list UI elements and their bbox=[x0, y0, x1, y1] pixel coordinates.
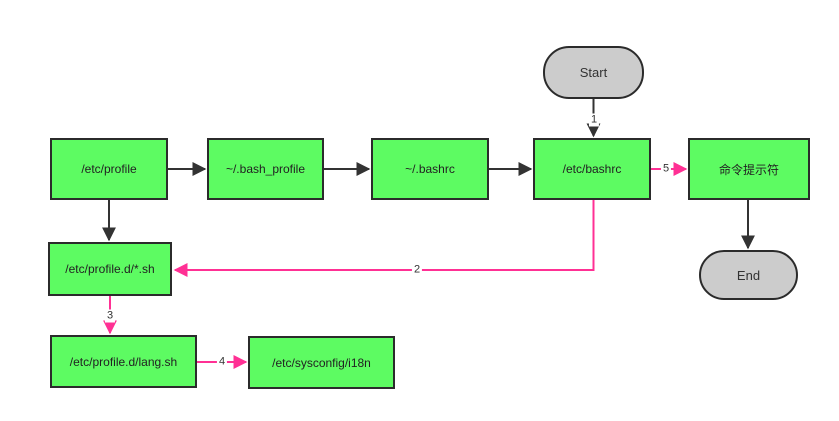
edge-etc-bashrc-to-profile-d bbox=[173, 200, 595, 277]
edge-label-2: 2 bbox=[411, 263, 423, 277]
edge-label-4: 4 bbox=[216, 355, 228, 369]
node-bashrc: ~/.bashrc bbox=[371, 138, 489, 200]
node-lang-sh: /etc/profile.d/lang.sh bbox=[50, 335, 197, 388]
edge-label-3: 3 bbox=[104, 309, 116, 323]
node-end: End bbox=[699, 250, 798, 300]
node-start: Start bbox=[543, 46, 644, 99]
node-etc-profile: /etc/profile bbox=[50, 138, 168, 200]
edge-label-5: 5 bbox=[660, 162, 672, 176]
node-bash-profile: ~/.bash_profile bbox=[207, 138, 324, 200]
node-command-prompt: 命令提示符 bbox=[688, 138, 810, 200]
node-sysconfig-i18n: /etc/sysconfig/i18n bbox=[248, 336, 395, 389]
edge-label-1: 1 bbox=[588, 113, 600, 127]
node-profile-d-scripts: /etc/profile.d/*.sh bbox=[48, 242, 172, 296]
node-etc-bashrc: /etc/bashrc bbox=[533, 138, 651, 200]
